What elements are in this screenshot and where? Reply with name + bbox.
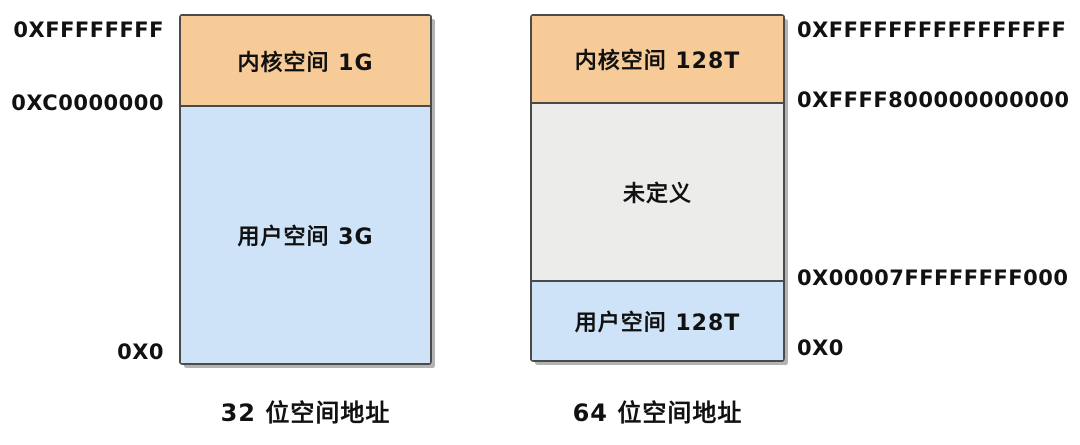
addr-label-64bit-top: 0XFFFFFFFFFFFFFFFF [797,18,1067,42]
addr-label-32bit-kernel-boundary: 0XC0000000 [11,91,164,115]
address-space-box-32bit: 内核空间 1G 用户空间 3G [179,14,432,365]
section-user-space-64bit: 用户空间 128T [532,280,783,360]
section-kernel-space-32bit: 内核空间 1G [181,16,430,105]
address-space-box-64bit: 内核空间 128T 未定义 用户空间 128T [530,14,785,362]
caption-32bit: 32 位空间地址 [220,399,391,427]
addr-label-32bit-top: 0XFFFFFFFF [13,18,164,42]
section-label-kernel-64bit: 内核空间 128T [574,49,741,74]
addr-label-64bit-kernel-boundary: 0XFFFF800000000000 [797,88,1070,112]
addr-label-32bit-zero: 0X0 [117,340,164,364]
section-undefined-64bit: 未定义 [532,102,783,280]
addr-label-64bit-user-top-boundary: 0X00007FFFFFFFF000 [797,266,1069,290]
section-label-user-64bit: 用户空间 128T [574,311,741,336]
section-label-user-32bit: 用户空间 3G [237,225,374,250]
section-kernel-space-64bit: 内核空间 128T [532,16,783,102]
caption-64bit: 64 位空间地址 [572,399,743,427]
section-user-space-32bit: 用户空间 3G [181,105,430,363]
section-label-undefined-64bit: 未定义 [622,182,692,207]
section-label-kernel-32bit: 内核空间 1G [237,50,374,76]
addr-label-64bit-zero: 0X0 [797,336,844,360]
